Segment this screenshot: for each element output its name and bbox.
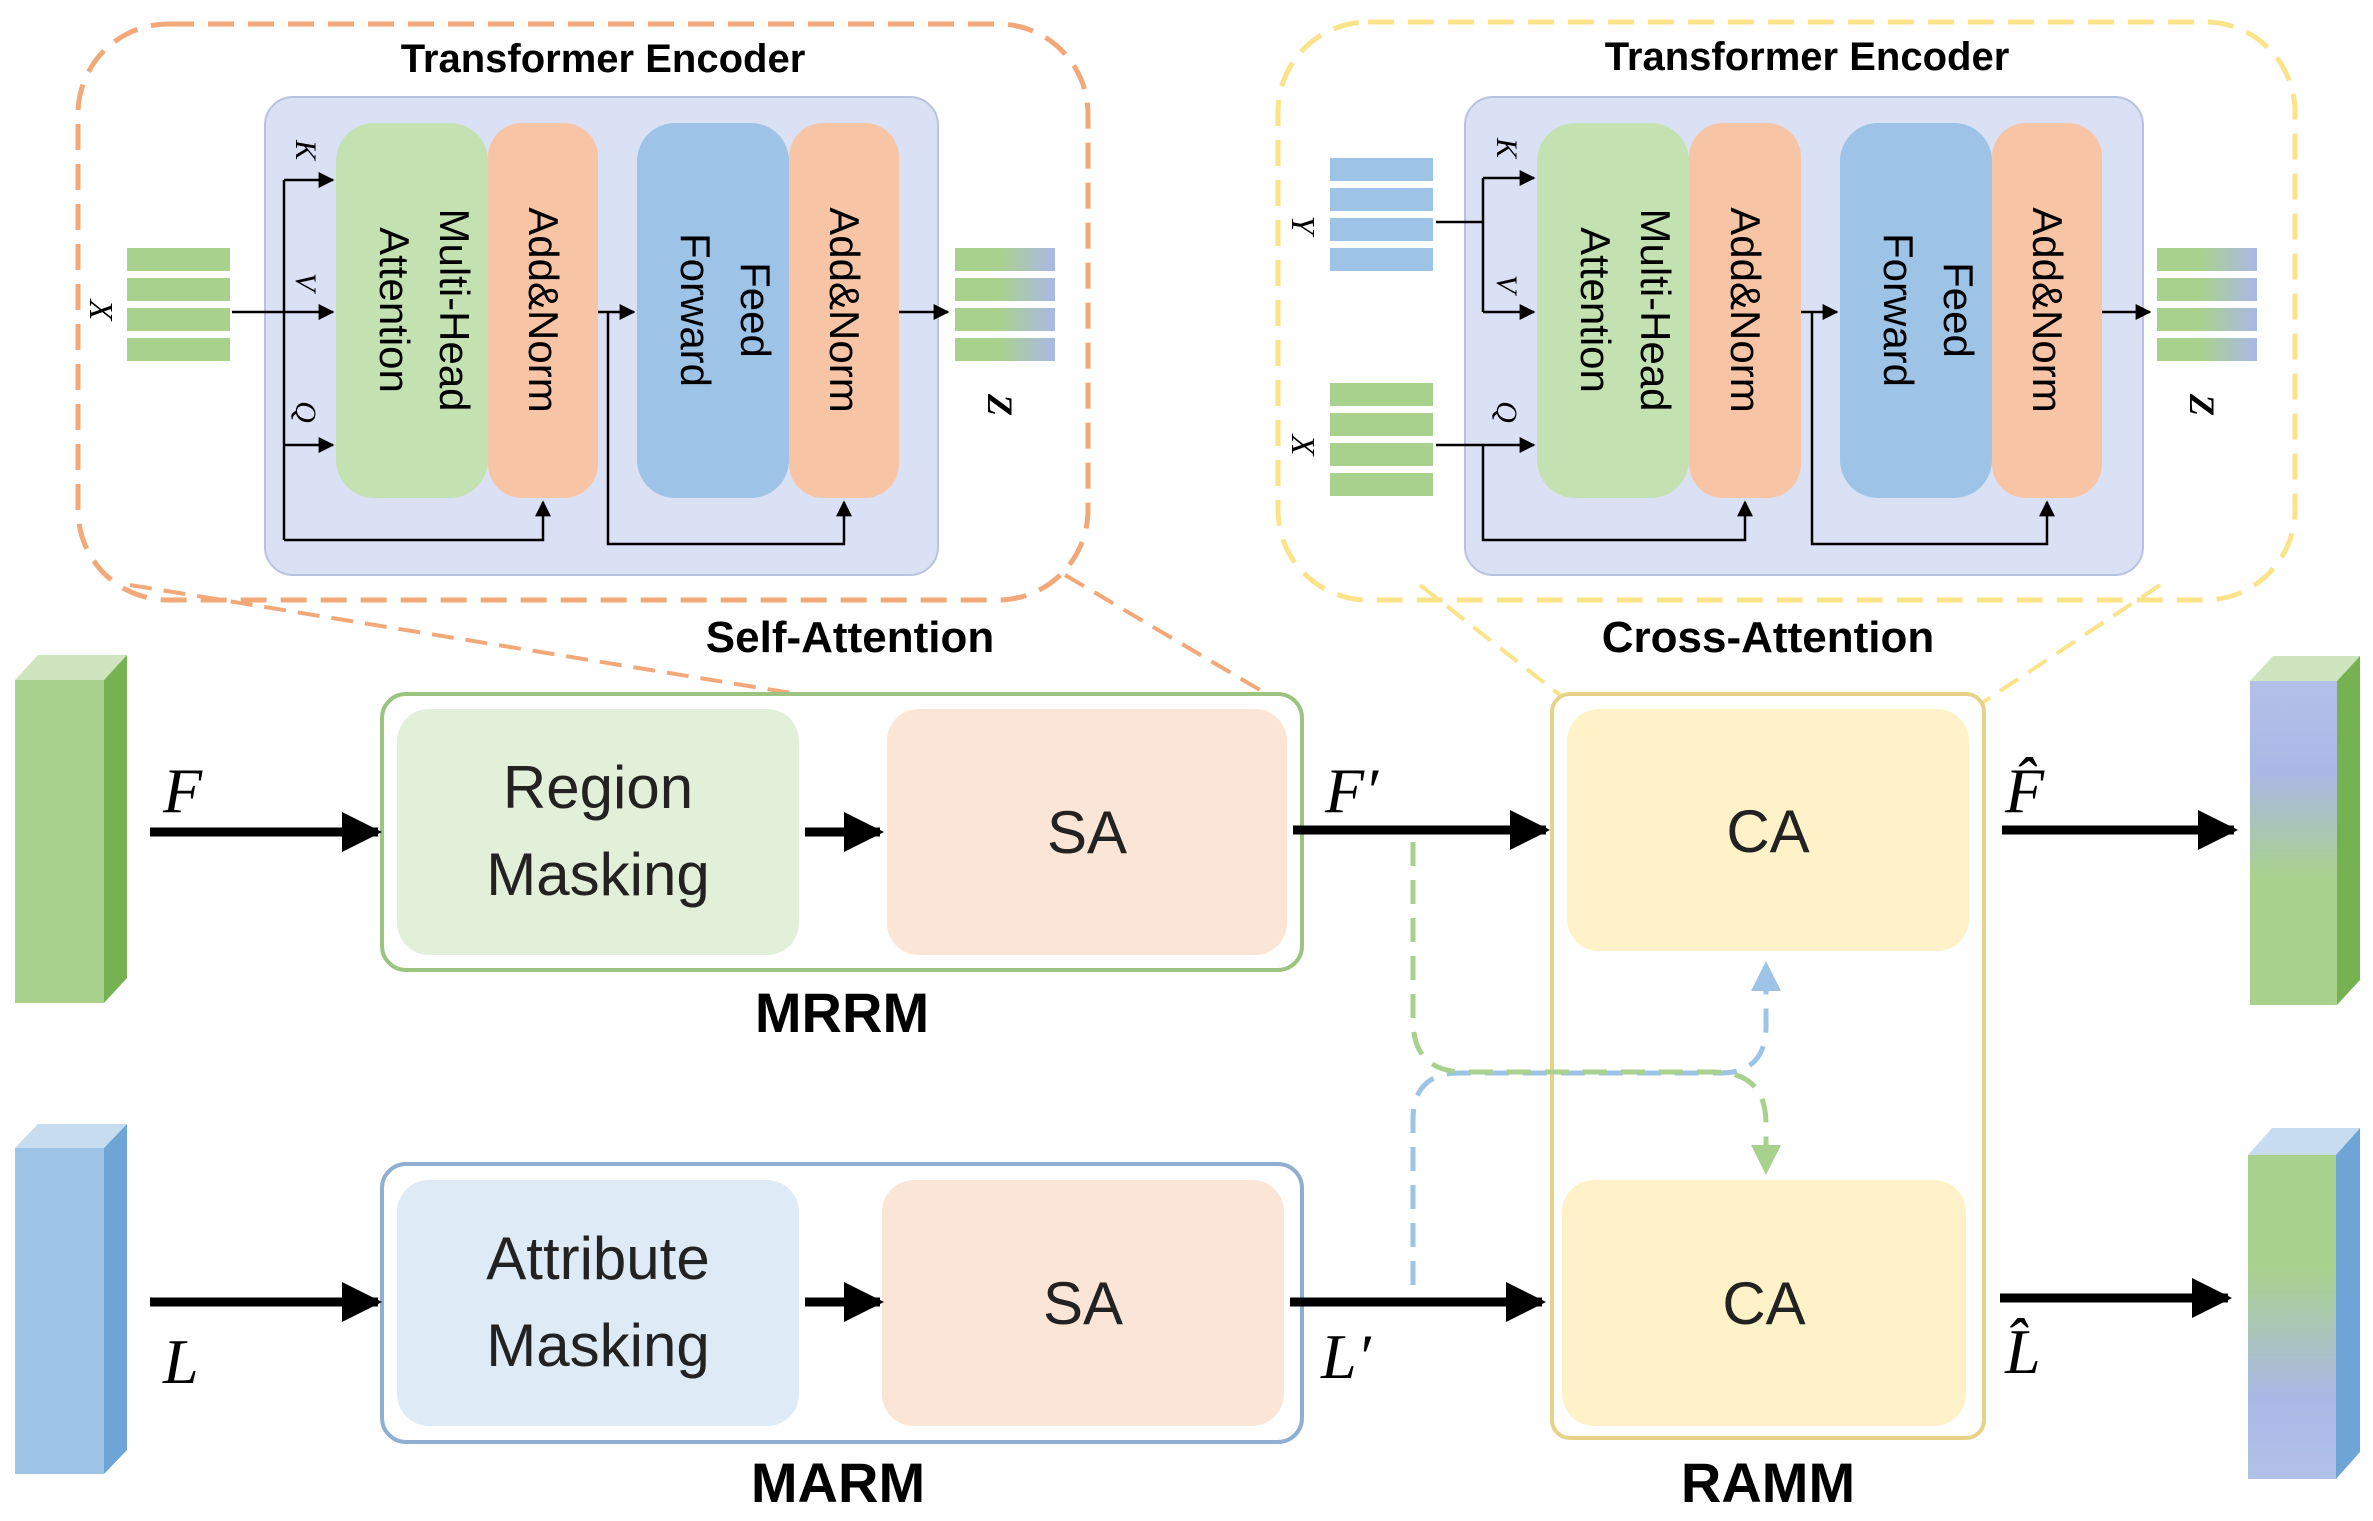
- output-l-hat-cube: [2248, 1128, 2360, 1479]
- symbol-f-hat: F̂: [2004, 755, 2045, 826]
- cross-mha-line2: Attention: [1572, 227, 1619, 393]
- symbol-f-prime: F′: [1324, 755, 1379, 826]
- cross-feedforward-block: [1840, 123, 1992, 498]
- self-encoder-wiring: [232, 172, 950, 546]
- self-addnorm1-block: [488, 123, 598, 498]
- marm-label: MARM: [751, 1451, 925, 1514]
- self-ff-line2: Forward: [672, 233, 719, 387]
- cross-mha-line1: Multi-Head: [1632, 208, 1679, 411]
- mrrm-label: MRRM: [755, 981, 929, 1044]
- cross-encoder-title: Transformer Encoder: [1605, 35, 2010, 79]
- self-k-label: K: [289, 139, 322, 162]
- mrrm-sa-block: [887, 709, 1287, 955]
- cross-mha-block: [1537, 123, 1689, 498]
- cross-input-y-tokens: [1330, 158, 1433, 271]
- self-addnorm2-label: Add&Norm: [821, 207, 868, 412]
- cross-ff-line1: Feed: [1935, 262, 1982, 358]
- cross-attention-encoder: Transformer Encoder Multi-Head Attention…: [1275, 19, 2298, 662]
- cross-encoder-wiring: [1436, 170, 2152, 546]
- self-mha-line2: Attention: [371, 227, 418, 393]
- self-v-label: V: [289, 273, 322, 295]
- feature-f-cube: [15, 655, 127, 1003]
- output-f-hat-cube: [2250, 656, 2360, 1005]
- cross-v-label: V: [1490, 275, 1523, 297]
- self-encoder-title: Transformer Encoder: [401, 37, 806, 81]
- feature-l-cube: [15, 1124, 127, 1474]
- f-prime-to-bottom-ca-dashed: [1410, 842, 1781, 1175]
- cross-output-z-label: Z: [2182, 393, 2222, 416]
- cross-mha-label: Multi-Head Attention: [1572, 208, 1679, 411]
- self-attention-caption: Self-Attention: [706, 613, 994, 662]
- cross-attention-dashed-frame: [1275, 19, 2298, 603]
- symbol-f: F: [162, 755, 203, 826]
- self-input-x-label: X: [82, 298, 119, 322]
- cross-addnorm1-label: Add&Norm: [1722, 207, 1769, 412]
- cross-input-y-label: Y: [1284, 216, 1321, 238]
- marm-sa-label: SA: [1043, 1270, 1123, 1337]
- region-masking-line2: Masking: [486, 841, 709, 908]
- self-ff-line1: Feed: [732, 262, 779, 358]
- self-mha-line1: Multi-Head: [431, 208, 478, 411]
- self-addnorm1-label: Add&Norm: [520, 207, 567, 412]
- cross-addnorm1-block: [1689, 123, 1801, 498]
- self-attention-dashed-frame: [75, 21, 1091, 603]
- region-masking-line1: Region: [503, 754, 693, 821]
- cross-attention-caption: Cross-Attention: [1602, 613, 1934, 662]
- cross-input-x-label: X: [1284, 433, 1321, 457]
- symbol-l: L: [162, 1326, 199, 1397]
- self-output-z-label: Z: [980, 393, 1020, 416]
- main-flow-arrows: [150, 810, 2238, 1322]
- attribute-masking-line2: Masking: [486, 1312, 709, 1379]
- ramm-top-ca-label: CA: [1726, 798, 1809, 865]
- self-feedforward-block: [637, 123, 789, 498]
- self-mha-label: Multi-Head Attention: [371, 208, 478, 411]
- zoom-connectors: [129, 573, 2162, 714]
- self-addnorm2-block: [789, 123, 899, 498]
- flow-symbols: F L F′ L′ F̂ L̂: [162, 755, 2045, 1397]
- self-mha-block: [336, 123, 488, 498]
- attribute-masking-line1: Attribute: [486, 1225, 709, 1292]
- ramm-module: CA CA RAMM: [1550, 692, 1986, 1514]
- mrrm-sa-label: SA: [1047, 799, 1127, 866]
- cross-addnorm2-label: Add&Norm: [2024, 207, 2071, 412]
- ramm-top-ca-block: [1567, 709, 1969, 951]
- self-input-x-tokens: [127, 248, 230, 361]
- cross-k-label: K: [1490, 137, 1523, 160]
- ramm-bottom-ca-block: [1562, 1180, 1966, 1426]
- marm-sa-block: [882, 1180, 1284, 1426]
- mrrm-module: Region Masking SA MRRM: [380, 692, 1304, 1044]
- attribute-masking-block: [397, 1180, 799, 1426]
- cross-connections: [1410, 842, 1781, 1285]
- symbol-l-prime: L′: [1320, 1321, 1372, 1392]
- cross-input-x-tokens: [1330, 383, 1433, 496]
- ramm-bottom-ca-label: CA: [1722, 1270, 1805, 1337]
- self-output-z-tokens: [955, 248, 1055, 361]
- marm-module: Attribute Masking SA MARM: [380, 1162, 1304, 1514]
- ramm-label: RAMM: [1681, 1451, 1855, 1514]
- cross-ff-line2: Forward: [1875, 233, 1922, 387]
- region-masking-block: [397, 709, 799, 955]
- self-q-label: Q: [289, 401, 322, 423]
- symbol-l-hat: L̂: [2004, 1316, 2041, 1387]
- cross-q-label: Q: [1490, 401, 1523, 423]
- self-attention-encoder: Transformer Encoder Multi-Head Attention…: [75, 21, 1091, 662]
- cross-addnorm2-block: [1992, 123, 2102, 498]
- l-prime-to-top-ca-dashed: [1410, 961, 1781, 1285]
- cross-output-z-tokens: [2157, 248, 2257, 361]
